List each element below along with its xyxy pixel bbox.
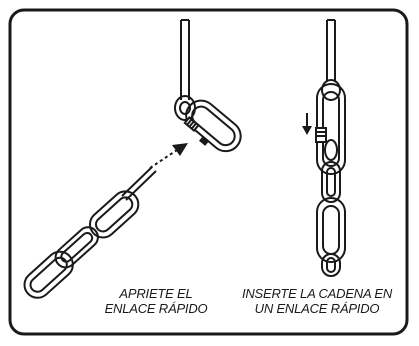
right-chain-link-1 [321, 161, 341, 203]
caption-right-line1: INSERTE LA CADENA EN [241, 286, 393, 301]
right-chain-link-3 [321, 253, 341, 277]
caption-squeeze-link: APRIETE EL ENLACE RÁPIDO [96, 286, 216, 316]
down-arrow-icon [302, 113, 312, 135]
left-step-illustration [149, 19, 242, 169]
caption-left-line2: ENLACE RÁPIDO [104, 301, 208, 316]
right-step-illustration [315, 19, 346, 277]
left-hanging-rod [180, 20, 190, 100]
right-chain-link-2 [316, 197, 346, 263]
right-hanging-rod [326, 20, 336, 82]
diagonal-arrow-icon [172, 143, 188, 156]
quick-link-sleeve [183, 116, 200, 133]
caption-right-line2: UN ENLACE RÁPIDO [254, 301, 380, 316]
caption-insert-chain: INSERTE LA CADENA EN UN ENLACE RÁPIDO [236, 286, 398, 316]
diagonal-chain [23, 166, 157, 299]
caption-left-line1: APRIETE EL [119, 286, 193, 301]
diagonal-arrow-shaft [149, 149, 178, 169]
diagram-border [8, 8, 409, 336]
gate-tip [199, 136, 209, 146]
